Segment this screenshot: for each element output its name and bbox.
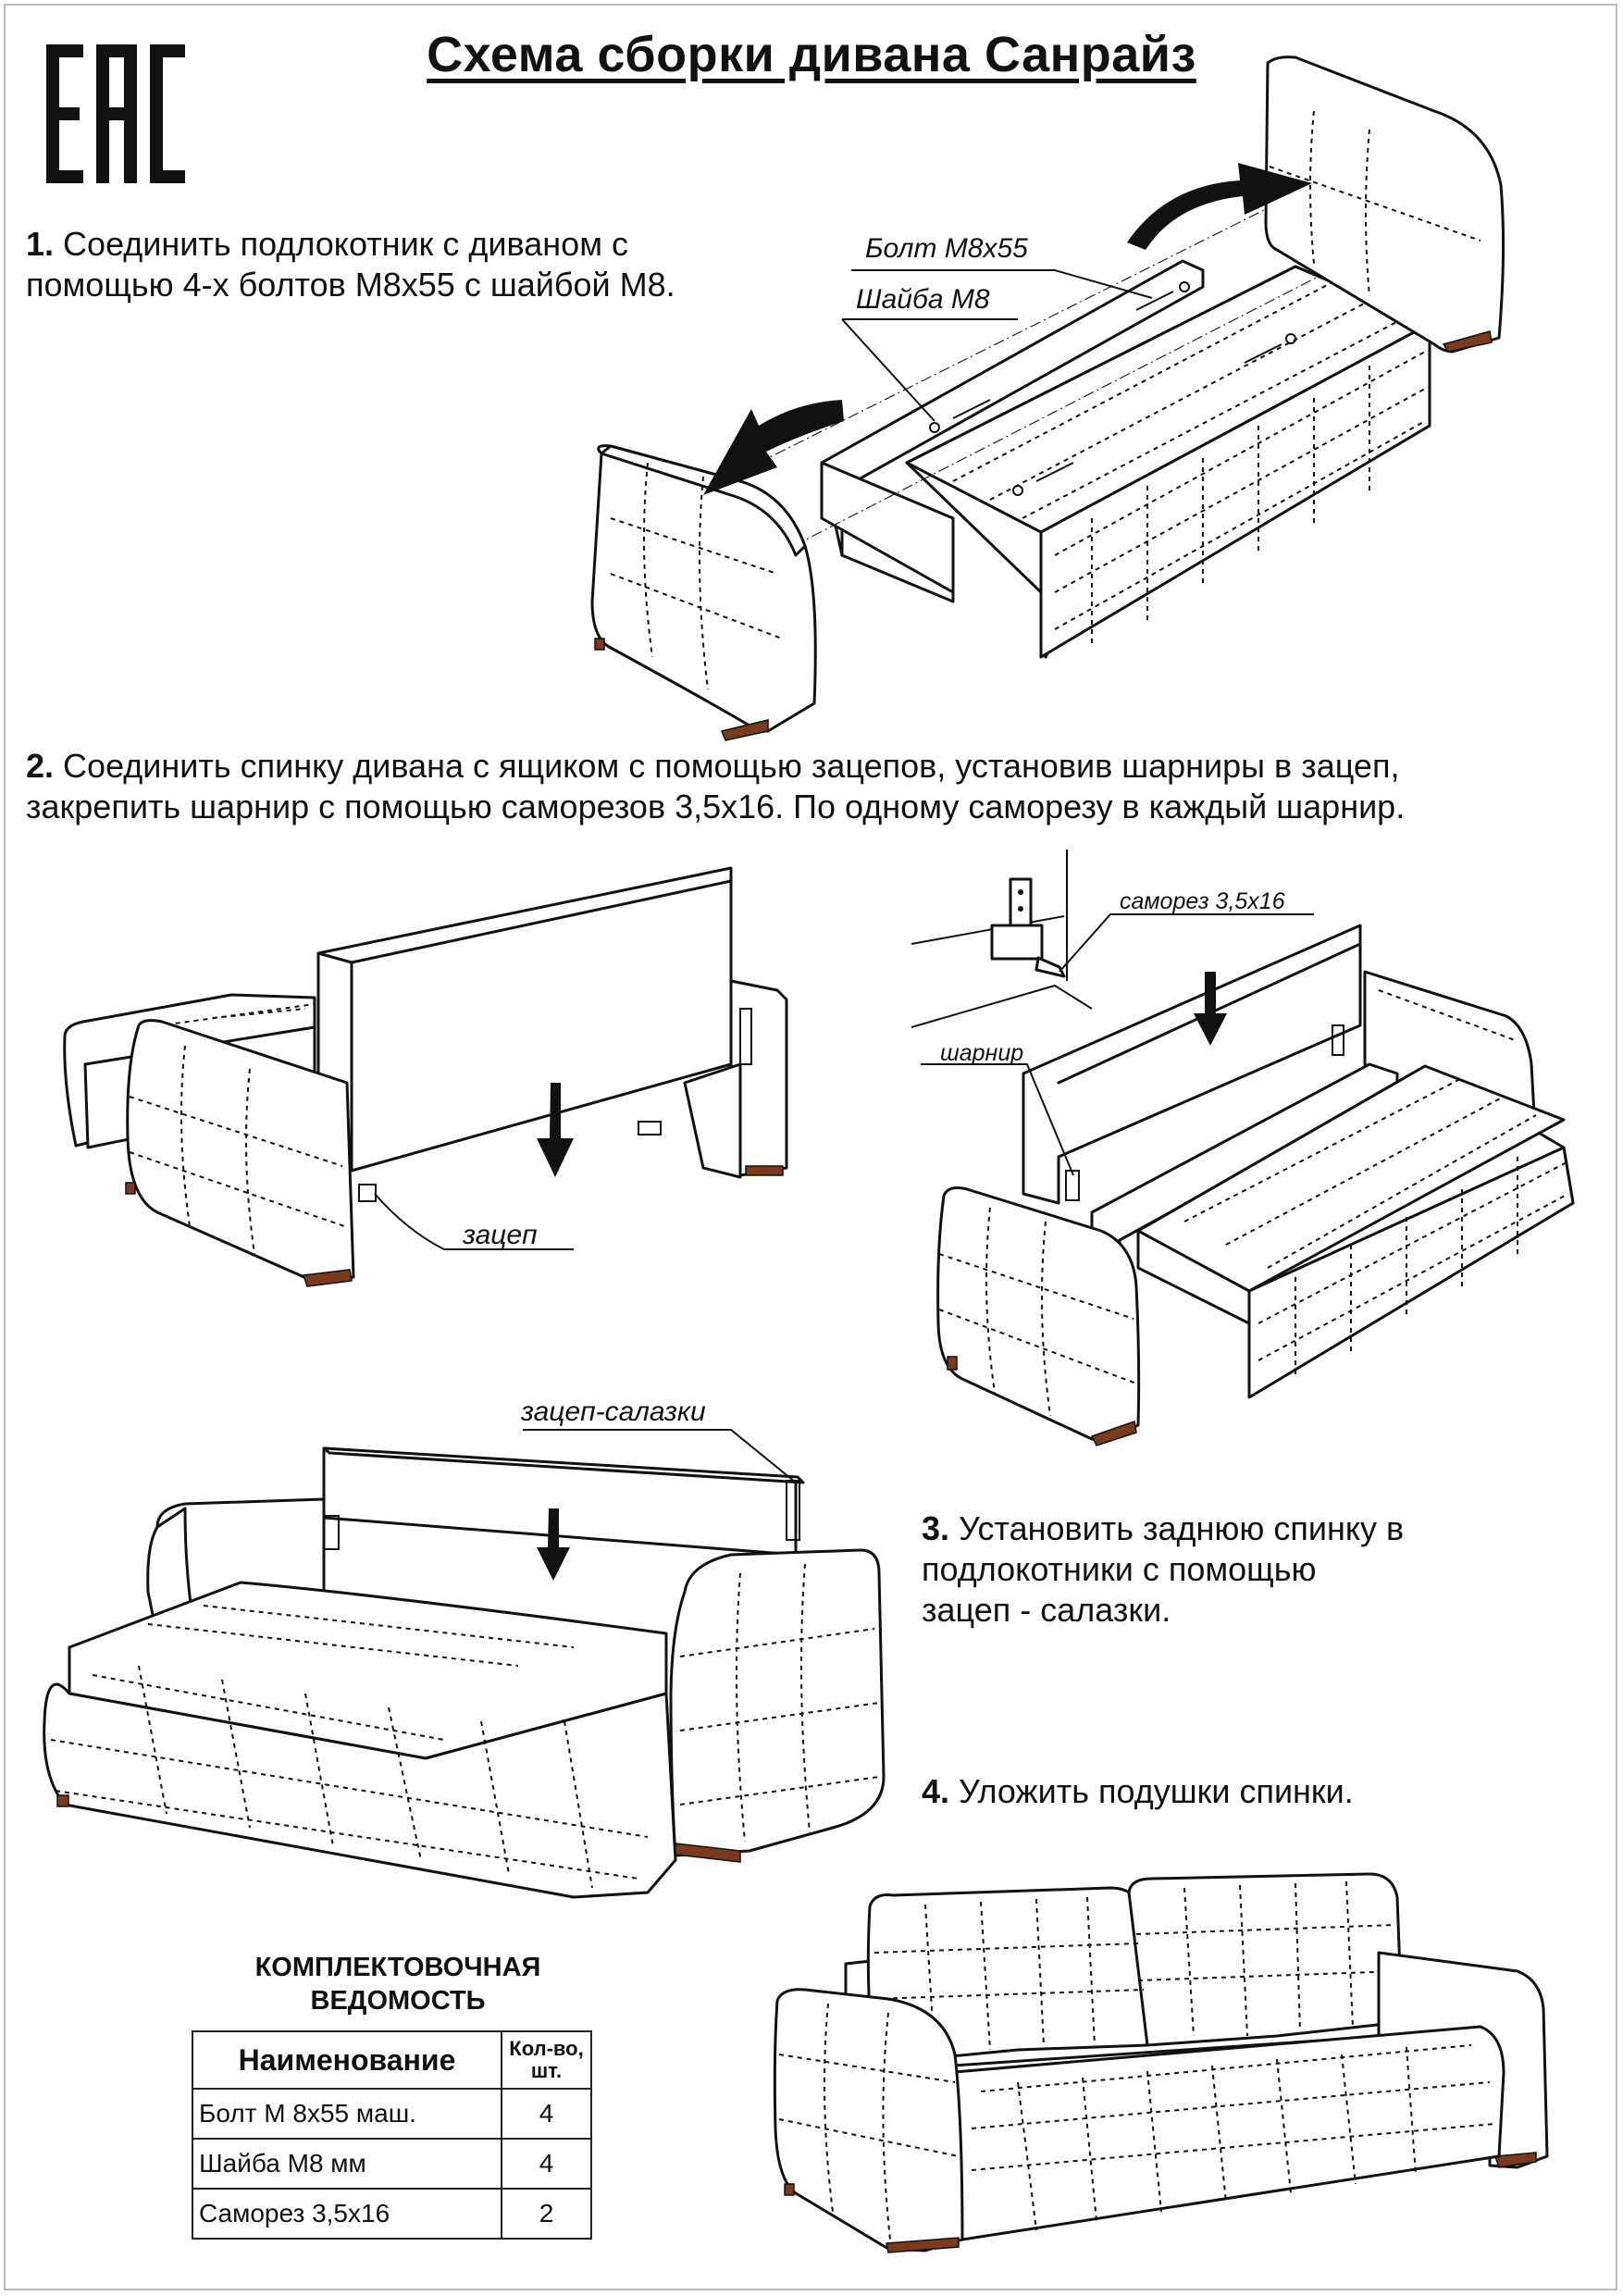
spec-item-qty: 2 [501, 2188, 592, 2240]
table-row: Саморез 3,5х16 2 [192, 2188, 592, 2240]
callout-screw: саморез 3,5х16 [1120, 888, 1285, 914]
spec-header-qty: Кол-во, шт. [501, 2030, 592, 2090]
step-3-text: 3. Установить заднюю спинку в подлокотни… [922, 1509, 1405, 1629]
table-row: Шайба М8 мм 4 [192, 2138, 592, 2190]
spec-table: Наименование Кол-во, шт. Болт М 8х55 маш… [192, 2030, 592, 2240]
page-frame [4, 4, 1617, 2290]
callout-hook: зацеп [463, 1220, 538, 1250]
callout-slide-hook: зацеп-салазки [521, 1396, 706, 1427]
spec-item-name: Саморез 3,5х16 [192, 2188, 502, 2240]
step-1-drawing [590, 56, 1505, 741]
spec-item-name: Болт М 8х55 маш. [192, 2088, 502, 2140]
page-title: Схема сборки дивана Санрайз [427, 27, 1196, 82]
table-row: Болт М 8х55 маш. 4 [192, 2088, 592, 2140]
spec-title: КОМПЛЕКТОВОЧНАЯ ВЕДОМОСТЬ [254, 1953, 541, 2016]
step-1-text: 1. Соединить подлокотник с диваном с пом… [26, 225, 675, 304]
spec-item-name: Шайба М8 мм [192, 2138, 502, 2190]
step-4-text: 4. Уложить подушки спинки. [922, 1772, 1354, 1810]
spec-item-qty: 4 [501, 2088, 592, 2140]
step-2-left-drawing [63, 866, 788, 1287]
spec-header-row: Наименование Кол-во, шт. [192, 2030, 592, 2090]
step-3-drawing [43, 1429, 886, 1899]
callout-washer: Шайба М8 [856, 284, 990, 315]
step-4-drawing [773, 1872, 1549, 2253]
callout-hinge: шарнир [940, 1040, 1024, 1066]
spec-header-name: Наименование [192, 2030, 502, 2090]
step-2-right-drawing [911, 850, 1575, 1446]
eac-logo [46, 44, 185, 183]
callout-bolt: Болт М8х55 [865, 233, 1028, 264]
spec-item-qty: 4 [501, 2138, 592, 2190]
step-2-text: 2. Соединить спинку дивана с ящиком с по… [26, 747, 1406, 825]
